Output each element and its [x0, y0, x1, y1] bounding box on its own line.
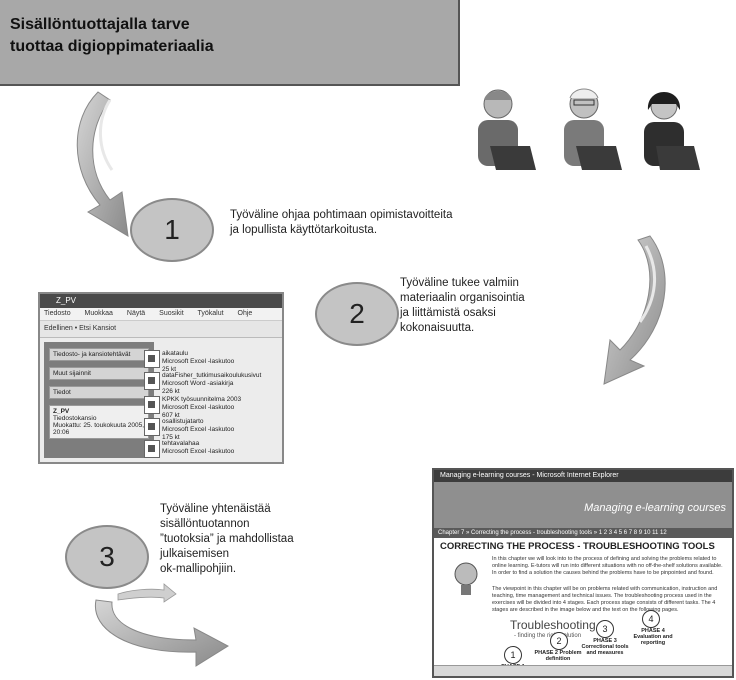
step-2-line: ja liittämistä osaksi — [400, 307, 496, 319]
step-3-line: sisällöntuotannon — [160, 518, 250, 530]
step-3-text: Työväline yhtenäistää sisällöntuotannon … — [160, 502, 294, 577]
file-type: Microsoft Excel -laskutoo — [162, 358, 235, 365]
step-3-line: ok-mallipohjiin. — [160, 563, 237, 575]
diagram-subtitle: - finding the right solution — [514, 633, 582, 639]
step-1-line: Työväline ohjaa pohtimaan opimistavoitte… — [230, 209, 453, 221]
step-2-text: Työväline tukee valmiin materiaalin orga… — [400, 276, 525, 336]
file-name: aikataulu — [162, 350, 189, 357]
file-name: tehtavalahaa — [162, 440, 200, 447]
side-pane: Tiedot — [49, 386, 149, 399]
diagram-title: Troubleshooting — [510, 618, 596, 632]
file-name: dataFisher_tutkimusaikoulukusivut — [162, 372, 262, 379]
file-item: KPKK työsuunnitelma 2003 Microsoft Excel… — [144, 396, 242, 420]
phase-3-circle: 3 — [596, 620, 614, 638]
chapter-paragraph-2: The viewpoint in this chapter will be on… — [492, 586, 718, 613]
lightbulb-icon — [454, 562, 478, 595]
side-pane: Tiedosto- ja kansiotehtävät — [49, 348, 149, 361]
title-line-2: tuottaa digioppimateriaalia — [10, 38, 214, 55]
explorer-toolbar: Edellinen • Etsi Kansiot — [40, 321, 282, 338]
curved-arrow-1 — [76, 91, 129, 237]
menu-item: Näytä — [126, 310, 146, 317]
explorer-task-pane: Tiedosto- ja kansiotehtävät Muut sijainn… — [44, 342, 154, 458]
file-type: Microsoft Excel -laskutoo — [162, 404, 235, 411]
curved-arrow-3 — [94, 599, 230, 667]
person-icon — [478, 89, 536, 170]
chapter-heading: CORRECTING THE PROCESS - TROUBLESHOOTING… — [440, 541, 715, 552]
explorer-titlebar: Z_PV — [40, 294, 282, 308]
file-item: dataFisher_tutkimusaikoulukusivut Micros… — [144, 372, 262, 396]
details-type: Tiedostokansio — [53, 415, 97, 422]
phase-4-circle: 4 — [642, 610, 660, 628]
file-icon — [144, 350, 160, 368]
phase-4-label: PHASE 4 Evaluation and reporting — [633, 628, 673, 646]
step-2-circle: 2 — [315, 282, 399, 346]
file-icon — [144, 440, 160, 458]
step-2-number: 2 — [349, 298, 365, 329]
menu-item: Ohje — [237, 310, 253, 317]
file-size: 25 kt — [162, 366, 177, 373]
phase-2-label: PHASE 2 Problem definition — [534, 650, 582, 662]
title-box: Sisällöntuottajalla tarve tuottaa digiop… — [0, 0, 460, 86]
file-size: 607 kt — [162, 412, 180, 419]
file-icon — [144, 372, 160, 390]
file-name: osallistujatarto — [162, 418, 204, 425]
step-1-number: 1 — [164, 214, 180, 245]
banner-text: Managing e-learning courses — [584, 502, 726, 514]
step-3-line: julkaisemisen — [160, 548, 230, 560]
person-icon — [564, 88, 622, 170]
file-type: Microsoft Excel -laskutoo — [162, 448, 235, 455]
step-3-line: ”tuotoksia” ja mahdollistaa — [160, 533, 294, 545]
phase-3-label: PHASE 3 Correctional tools and measures — [581, 638, 629, 656]
step-2-line: Työväline tukee valmiin — [400, 277, 519, 289]
step-1-circle: 1 — [130, 198, 214, 262]
browser-window: Managing e-learning courses - Microsoft … — [432, 468, 734, 678]
step-2-line: kokonaisuutta. — [400, 322, 475, 334]
file-icon — [144, 396, 160, 414]
person-icon — [644, 92, 700, 170]
file-item: osallistujatarto Microsoft Excel -laskut… — [144, 418, 235, 442]
file-size: 226 kt — [162, 388, 180, 395]
people-illustration — [478, 88, 700, 170]
phase-2-circle: 2 — [550, 632, 568, 650]
step-1-line: ja lopullista käyttötarkoitusta. — [230, 224, 378, 236]
menu-item: Tiedosto — [44, 310, 71, 317]
step-3-circle: 3 — [65, 525, 149, 589]
file-type: Microsoft Word -asiakirja — [162, 380, 234, 387]
details-pane: Z_PV Tiedostokansio Muokattu: 25. toukok… — [49, 405, 149, 439]
file-type: Microsoft Excel -laskutoo — [162, 426, 235, 433]
explorer-toolbar-text: Edellinen • Etsi Kansiot — [44, 325, 117, 332]
details-name: Z_PV — [53, 408, 70, 415]
explorer-title: Z_PV — [56, 296, 77, 305]
menu-item: Työkalut — [197, 310, 224, 317]
phase-1-circle: 1 — [504, 646, 522, 664]
step-3-line: Työväline yhtenäistää — [160, 503, 271, 515]
chapter-nav: Chapter 7 » Correcting the process - tro… — [434, 528, 732, 538]
explorer-window: Z_PV Tiedosto Muokkaa Näytä Suosikit Työ… — [38, 292, 284, 464]
details-modified: Muokattu: 25. toukokuuta 2005, 20:06 — [53, 422, 145, 436]
menu-item: Suosikit — [159, 310, 184, 317]
file-icon — [144, 418, 160, 436]
title-line-1: Sisällöntuottajalla tarve — [10, 16, 190, 33]
browser-statusbar — [434, 665, 732, 676]
side-pane: Muut sijainnit — [49, 367, 149, 380]
curved-arrow-2 — [603, 235, 666, 385]
chapter-paragraph-1: In this chapter we will look into to the… — [492, 556, 723, 576]
step-2-line: materiaalin organisointia — [400, 292, 525, 304]
file-size: 175 kt — [162, 434, 180, 441]
menu-item: Muokkaa — [84, 310, 113, 317]
explorer-menubar: Tiedosto Muokkaa Näytä Suosikit Työkalut… — [40, 308, 282, 321]
step-1-text: Työväline ohjaa pohtimaan opimistavoitte… — [230, 208, 452, 238]
browser-titlebar: Managing e-learning courses - Microsoft … — [434, 470, 732, 482]
file-name: KPKK työsuunnitelma 2003 — [162, 396, 242, 403]
file-item: aikataulu Microsoft Excel -laskutoo 25 k… — [144, 350, 235, 374]
step-3-number: 3 — [99, 541, 115, 572]
course-banner: Managing e-learning courses — [434, 482, 732, 528]
file-item: tehtavalahaa Microsoft Excel -laskutoo — [144, 440, 235, 458]
